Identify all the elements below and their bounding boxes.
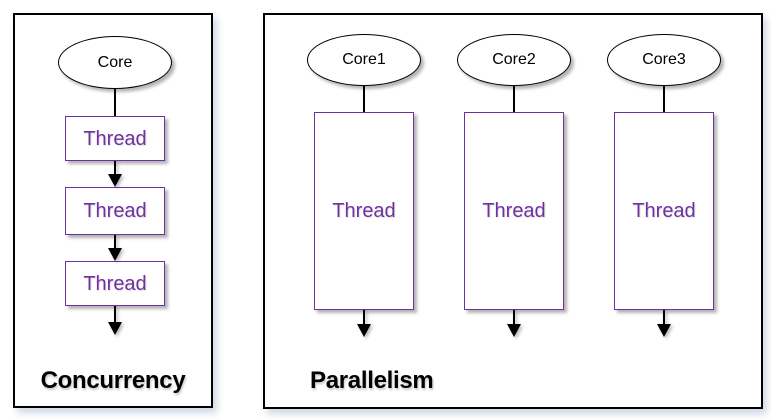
thread-box: Thread xyxy=(65,261,165,306)
parallel-column: Core3 Thread xyxy=(607,34,721,337)
core-label: Core xyxy=(97,53,133,71)
arrow-stem xyxy=(663,310,665,324)
arrow-head xyxy=(357,324,371,337)
thread-box: Thread xyxy=(314,112,414,310)
core-ellipse: Core xyxy=(58,36,172,89)
core-label: Core2 xyxy=(492,51,536,68)
concurrency-flow: Core Thread Thread Thread xyxy=(15,36,215,335)
connector-line xyxy=(513,86,515,112)
thread-label: Thread xyxy=(83,127,147,150)
core-ellipse: Core2 xyxy=(457,34,571,86)
thread-label: Thread xyxy=(83,272,147,295)
thread-label: Thread xyxy=(632,200,696,222)
arrow-down-icon xyxy=(657,310,671,337)
core-ellipse: Core3 xyxy=(607,34,721,86)
arrow-stem xyxy=(114,235,116,248)
core-ellipse: Core1 xyxy=(307,34,421,86)
parallel-column: Core1 Thread xyxy=(307,34,421,337)
arrow-head xyxy=(108,174,122,187)
arrow-head xyxy=(108,248,122,261)
thread-label: Thread xyxy=(482,200,546,222)
arrow-head xyxy=(108,322,122,335)
parallel-column: Core2 Thread xyxy=(457,34,571,337)
thread-box: Thread xyxy=(464,112,564,310)
thread-label: Thread xyxy=(332,200,396,222)
thread-box: Thread xyxy=(65,187,165,235)
arrow-stem xyxy=(363,310,365,324)
core-label: Core3 xyxy=(642,51,686,68)
panel-title-parallelism: Parallelism xyxy=(310,367,434,394)
arrow-stem xyxy=(114,161,116,174)
arrow-down-icon xyxy=(108,235,122,261)
concurrency-panel: Core Thread Thread Thread xyxy=(13,13,213,408)
connector-line xyxy=(663,86,665,112)
parallelism-panel: Core1 Thread Core2 Thread xyxy=(263,13,763,409)
thread-box: Thread xyxy=(65,116,165,161)
arrow-down-icon xyxy=(507,310,521,337)
arrow-stem xyxy=(513,310,515,324)
thread-box: Thread xyxy=(614,112,714,310)
arrow-down-icon xyxy=(108,161,122,187)
connector-line xyxy=(363,86,365,112)
parallelism-columns: Core1 Thread Core2 Thread xyxy=(307,34,721,337)
thread-label: Thread xyxy=(83,200,147,222)
arrow-down-icon xyxy=(108,306,122,335)
arrow-stem xyxy=(114,306,116,322)
core-label: Core1 xyxy=(342,51,386,68)
connector-line xyxy=(114,89,116,116)
panel-title-concurrency: Concurrency xyxy=(40,367,186,394)
arrow-down-icon xyxy=(357,310,371,337)
arrow-head xyxy=(657,324,671,337)
arrow-head xyxy=(507,324,521,337)
